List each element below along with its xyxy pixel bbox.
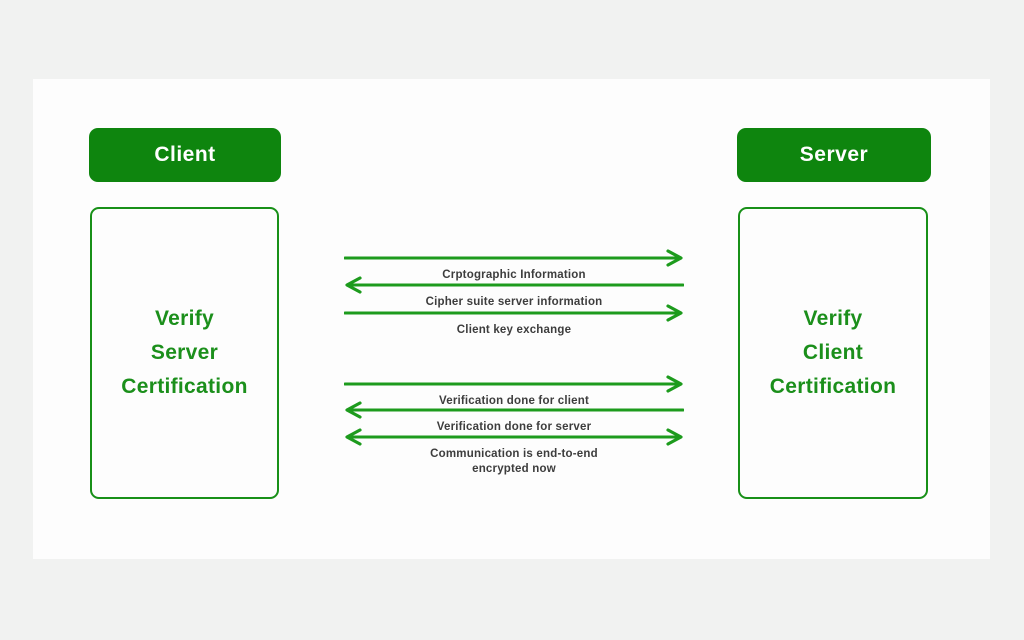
- verify-server-certification-box: Verify Server Certification: [90, 207, 279, 499]
- message-verification-client: Verification done for client: [344, 375, 684, 409]
- message-label: Verification done for server: [436, 421, 592, 433]
- arrow-left-icon: [345, 276, 684, 294]
- message-verification-server: Verification done for server: [344, 401, 684, 435]
- arrow-right-icon: [344, 304, 683, 322]
- arrow-left-icon: [345, 401, 684, 419]
- message-label: Verification done for client: [438, 395, 589, 407]
- server-header-box: Server: [737, 128, 931, 182]
- message-label: Crptographic Information: [442, 269, 586, 281]
- arrow-right-icon: [344, 375, 683, 393]
- client-header-label: Client: [154, 143, 216, 166]
- verify-server-certification-text: Verify Server Certification: [121, 307, 248, 398]
- server-header-label: Server: [799, 143, 869, 166]
- message-label: Cipher suite server information: [425, 296, 603, 308]
- message-label: Communication is end-to-end encrypted no…: [430, 448, 598, 475]
- verify-client-certification-box: Verify Client Certification: [738, 207, 928, 499]
- message-label: Client key exchange: [456, 324, 572, 336]
- client-header-box: Client: [89, 128, 281, 182]
- message-cipher-suite: Cipher suite server information: [344, 276, 684, 310]
- message-client-key-exchange: Client key exchange: [344, 304, 684, 338]
- diagram-canvas: Client Server Verify Server Certificatio…: [33, 79, 990, 559]
- handshake-messages: Crptographic Information Cipher suite se…: [344, 79, 684, 559]
- arrow-right-icon: [344, 249, 683, 267]
- verify-client-certification-text: Verify Client Certification: [769, 307, 897, 398]
- message-cryptographic-information: Crptographic Information: [344, 249, 684, 283]
- arrow-both-icon: [345, 428, 683, 446]
- message-end-to-end-encrypted: Communication is end-to-end encrypted no…: [344, 428, 684, 477]
